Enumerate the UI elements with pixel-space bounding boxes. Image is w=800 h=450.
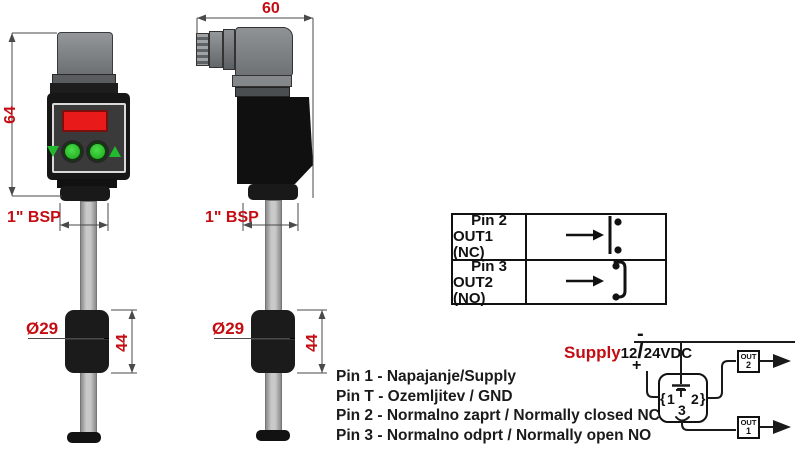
voltage-12: 12 — [620, 345, 638, 362]
out2-number: 2 — [745, 360, 751, 370]
pin3-cell: Pin 3 OUT2 (NO) — [453, 258, 527, 307]
side-float-diameter-label: Ø29 — [212, 319, 245, 338]
pin3-socket-arc — [675, 416, 690, 422]
front-float-length-label: 44 — [114, 334, 131, 352]
table-row-pin3: Pin 3 OUT2 (NO) — [453, 258, 665, 307]
pin-legend: Pin 1 - Napajanje/Supply Pin T - Ozemlji… — [336, 367, 660, 445]
dimension-lines — [8, 14, 327, 374]
out1-label: OUT1 (NC) — [453, 228, 494, 261]
left-button — [63, 142, 82, 161]
table-row-pin2: Pin 2 OUT1 (NC) — [453, 212, 665, 261]
out1-number: 1 — [745, 426, 751, 436]
front-end-stop — [67, 432, 101, 443]
front-float — [65, 310, 109, 373]
legend-line-1: Pin 1 - Napajanje/Supply — [336, 368, 517, 385]
side-gland-segment — [209, 31, 223, 68]
out1-arrow-icon — [773, 420, 791, 434]
out1-text: OUT — [740, 418, 757, 427]
pin3-number: 3 — [678, 402, 686, 418]
side-housing-body — [237, 97, 313, 184]
side-connector-collar-dark — [235, 87, 290, 97]
front-display-panel — [52, 103, 126, 173]
nc-contact-symbol — [566, 216, 622, 254]
minus-sign: - — [637, 323, 644, 345]
output-contact-table: Pin 2 OUT1 (NC) Pin 3 OUT2 (NO) — [451, 212, 667, 307]
front-din-connector — [57, 32, 113, 75]
front-height-dim-label: 64 — [2, 106, 19, 124]
supply-label: Supply — [564, 343, 621, 362]
side-width-dim-label: 60 — [262, 0, 280, 17]
brace-right: } — [700, 390, 706, 406]
led-display — [62, 110, 108, 132]
pin2-cell: Pin 2 OUT1 (NC) — [453, 212, 527, 261]
side-float-length-label: 44 — [304, 334, 321, 352]
pin2-number: 2 — [691, 391, 699, 407]
ground-pin-label: T — [677, 385, 685, 400]
side-end-stop — [256, 430, 290, 441]
pin3-label: Pin 3 — [471, 258, 507, 275]
side-thread-nut — [248, 184, 298, 200]
out2-arrow-icon — [773, 354, 791, 368]
pin3-wire — [681, 421, 736, 431]
front-float-diameter-label: Ø29 — [26, 319, 59, 338]
side-cable-gland — [196, 33, 209, 66]
out2-text: OUT — [740, 352, 757, 361]
side-float — [251, 310, 295, 373]
legend-line-2: Pin T - Ozemljitev / GND — [336, 387, 513, 405]
arrow-down-icon — [47, 146, 59, 157]
front-thread-label: 1" BSP — [7, 209, 61, 226]
plus-wire — [646, 371, 659, 398]
side-connector-collar — [232, 75, 292, 87]
brace-left: { — [660, 390, 666, 406]
legend-line-3: Pin 2 - Normalno zaprt / Normally closed… — [336, 407, 660, 424]
voltage-slash: / — [637, 337, 644, 363]
plus-sign: + — [632, 357, 642, 374]
side-gland-segment2 — [223, 29, 235, 70]
front-thread-nut — [60, 186, 110, 201]
out1-box: OUT 1 — [737, 416, 760, 439]
front-connector-collar-dark — [50, 83, 118, 94]
pin1-number: 1 — [667, 391, 675, 407]
no-contact-symbol — [566, 260, 627, 301]
out2-label: OUT2 (NO) — [453, 274, 494, 307]
arrow-up-icon — [109, 146, 121, 157]
pin2-wire — [706, 360, 736, 399]
side-thread-label: 1" BSP — [205, 209, 259, 226]
front-housing-neck — [57, 179, 117, 188]
out2-box: OUT 2 — [737, 350, 760, 373]
wiring-lines — [634, 341, 795, 434]
legend-line-4: Pin 3 - Normalno odprt / Normally open N… — [336, 426, 652, 444]
right-button — [88, 142, 107, 161]
pin2-label: Pin 2 — [471, 212, 507, 229]
